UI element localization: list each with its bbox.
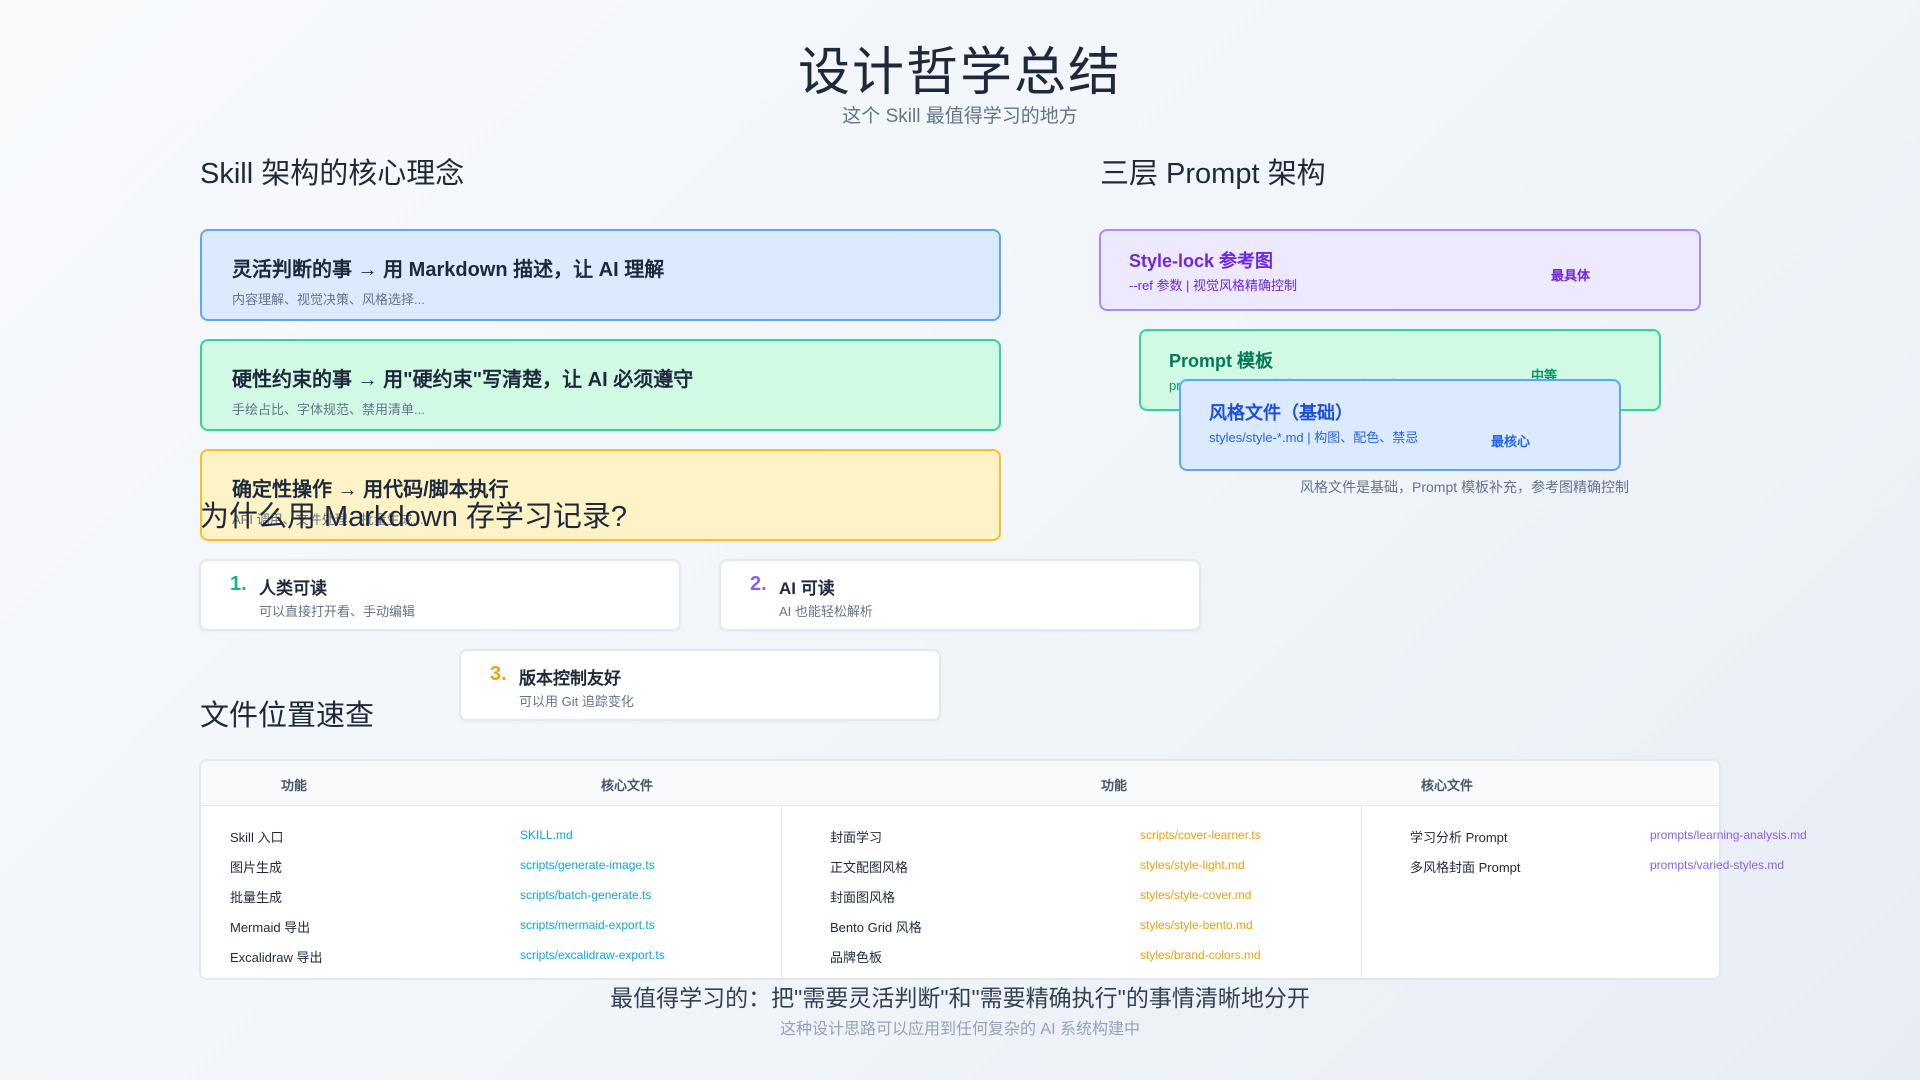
why-item-number: 2. <box>750 573 767 595</box>
layer-title: Prompt 模板 <box>1169 351 1274 371</box>
files-table-header: 功能 核心文件 功能 核心文件 <box>201 761 1719 806</box>
why-item-title: 版本控制友好 <box>519 669 621 688</box>
core-card-desc: 手绘占比、字体规范、禁用清单... <box>232 402 425 417</box>
table-row-file-link[interactable]: prompts/learning-analysis.md <box>1650 828 1807 842</box>
layer-title: 风格文件（基础） <box>1209 403 1353 423</box>
table-row-feature: Bento Grid 风格 <box>830 920 922 935</box>
table-header-file: 核心文件 <box>1421 778 1474 793</box>
layer-style-files: 风格文件（基础） styles/style-*.md | 构图、配色、禁忌 最核… <box>1179 379 1621 471</box>
core-heading: Skill 架构的核心理念 <box>200 158 465 190</box>
table-row-file-link[interactable]: styles/brand-colors.md <box>1140 948 1261 962</box>
table-row-file-link[interactable]: scripts/generate-image.ts <box>520 858 655 872</box>
layers-note: 风格文件是基础，Prompt 模板补充，参考图精确控制 <box>1300 479 1630 495</box>
table-header-feature: 功能 <box>1101 778 1128 793</box>
footer-sub: 这种设计思路可以应用到任何复杂的 AI 系统构建中 <box>779 1021 1140 1038</box>
table-row-feature: 封面图风格 <box>830 890 896 905</box>
table-divider <box>1361 805 1362 978</box>
table-row-feature: 品牌色板 <box>830 950 883 965</box>
why-item-number: 1. <box>230 573 247 595</box>
table-row-file-link[interactable]: scripts/batch-generate.ts <box>520 888 652 902</box>
page-subtitle: 这个 Skill 最值得学习的地方 <box>842 106 1078 127</box>
layer-badge: 最具体 <box>1551 268 1591 283</box>
core-card-constraint: 硬性约束的事 → 用"硬约束"写清楚，让 AI 必须遵守 手绘占比、字体规范、禁… <box>200 339 1001 431</box>
layer-badge: 最核心 <box>1491 434 1531 449</box>
layer-style-lock: Style-lock 参考图 --ref 参数 | 视觉风格精确控制 最具体 <box>1099 229 1701 311</box>
why-item-desc: 可以用 Git 追踪变化 <box>519 694 634 709</box>
table-row-file-link[interactable]: scripts/excalidraw-export.ts <box>520 948 665 962</box>
table-row-file-link[interactable]: styles/style-bento.md <box>1140 918 1253 932</box>
core-card-desc: API 调用、文件处理、批量生成... <box>232 512 424 527</box>
files-table: 功能 核心文件 功能 核心文件 Skill 入口 SKILL.md 图片生成 s… <box>199 759 1807 980</box>
table-row-feature: Excalidraw 导出 <box>230 950 323 965</box>
table-row-feature: 学习分析 Prompt <box>1410 830 1508 845</box>
core-card-title: 灵活判断的事 → 用 Markdown 描述，让 AI 理解 <box>232 259 665 281</box>
table-row-feature: 正文配图风格 <box>830 860 909 875</box>
why-item-desc: AI 也能轻松解析 <box>779 604 873 619</box>
table-row-file-link[interactable]: scripts/cover-learner.ts <box>1140 828 1261 842</box>
table-row-feature: 批量生成 <box>230 890 283 905</box>
core-card-title: 硬性约束的事 → 用"硬约束"写清楚，让 AI 必须遵守 <box>232 369 694 391</box>
table-header-feature: 功能 <box>281 778 308 793</box>
why-item-ai-readable: 2. AI 可读 AI 也能轻松解析 <box>719 559 1201 631</box>
core-card-desc: 内容理解、视觉决策、风格选择... <box>232 292 425 307</box>
table-header-file: 核心文件 <box>601 778 654 793</box>
why-item-title: 人类可读 <box>259 579 327 598</box>
page-title: 设计哲学总结 <box>797 44 1122 102</box>
footer-main: 最值得学习的：把"需要灵活判断"和"需要精确执行"的事情清晰地分开 <box>610 985 1310 1011</box>
table-row-feature: 多风格封面 Prompt <box>1410 860 1521 875</box>
layers-heading: 三层 Prompt 架构 <box>1100 158 1326 190</box>
core-card-flexible: 灵活判断的事 → 用 Markdown 描述，让 AI 理解 内容理解、视觉决策… <box>200 229 1001 321</box>
table-row-file-link[interactable]: SKILL.md <box>520 828 573 842</box>
table-row-file-link[interactable]: prompts/varied-styles.md <box>1650 858 1785 872</box>
table-row-feature: 图片生成 <box>230 860 283 875</box>
layer-desc: --ref 参数 | 视觉风格精确控制 <box>1129 278 1298 293</box>
layer-title: Style-lock 参考图 <box>1129 251 1274 271</box>
table-divider <box>781 805 782 978</box>
table-row-feature: Mermaid 导出 <box>230 920 311 935</box>
table-row-feature: Skill 入口 <box>230 830 284 845</box>
why-heading: 为什么用 Markdown 存学习记录? <box>200 501 628 533</box>
table-row-file-link[interactable]: scripts/mermaid-export.ts <box>520 918 655 932</box>
table-row-feature: 封面学习 <box>830 830 883 845</box>
core-card-deterministic: 确定性操作 → 用代码/脚本执行 API 调用、文件处理、批量生成... <box>200 449 1001 541</box>
why-item-version-control: 3. 版本控制友好 可以用 Git 追踪变化 <box>459 649 941 721</box>
files-heading: 文件位置速查 <box>200 700 375 732</box>
table-row-file-link[interactable]: styles/style-light.md <box>1140 858 1245 872</box>
core-card-title: 确定性操作 → 用代码/脚本执行 <box>232 479 509 501</box>
why-item-title: AI 可读 <box>779 579 835 598</box>
why-item-human-readable: 1. 人类可读 可以直接打开看、手动编辑 <box>199 559 681 631</box>
why-item-number: 3. <box>490 663 507 685</box>
layer-desc: styles/style-*.md | 构图、配色、禁忌 <box>1209 430 1419 445</box>
table-row-file-link[interactable]: styles/style-cover.md <box>1140 888 1252 902</box>
why-item-desc: 可以直接打开看、手动编辑 <box>259 604 416 619</box>
